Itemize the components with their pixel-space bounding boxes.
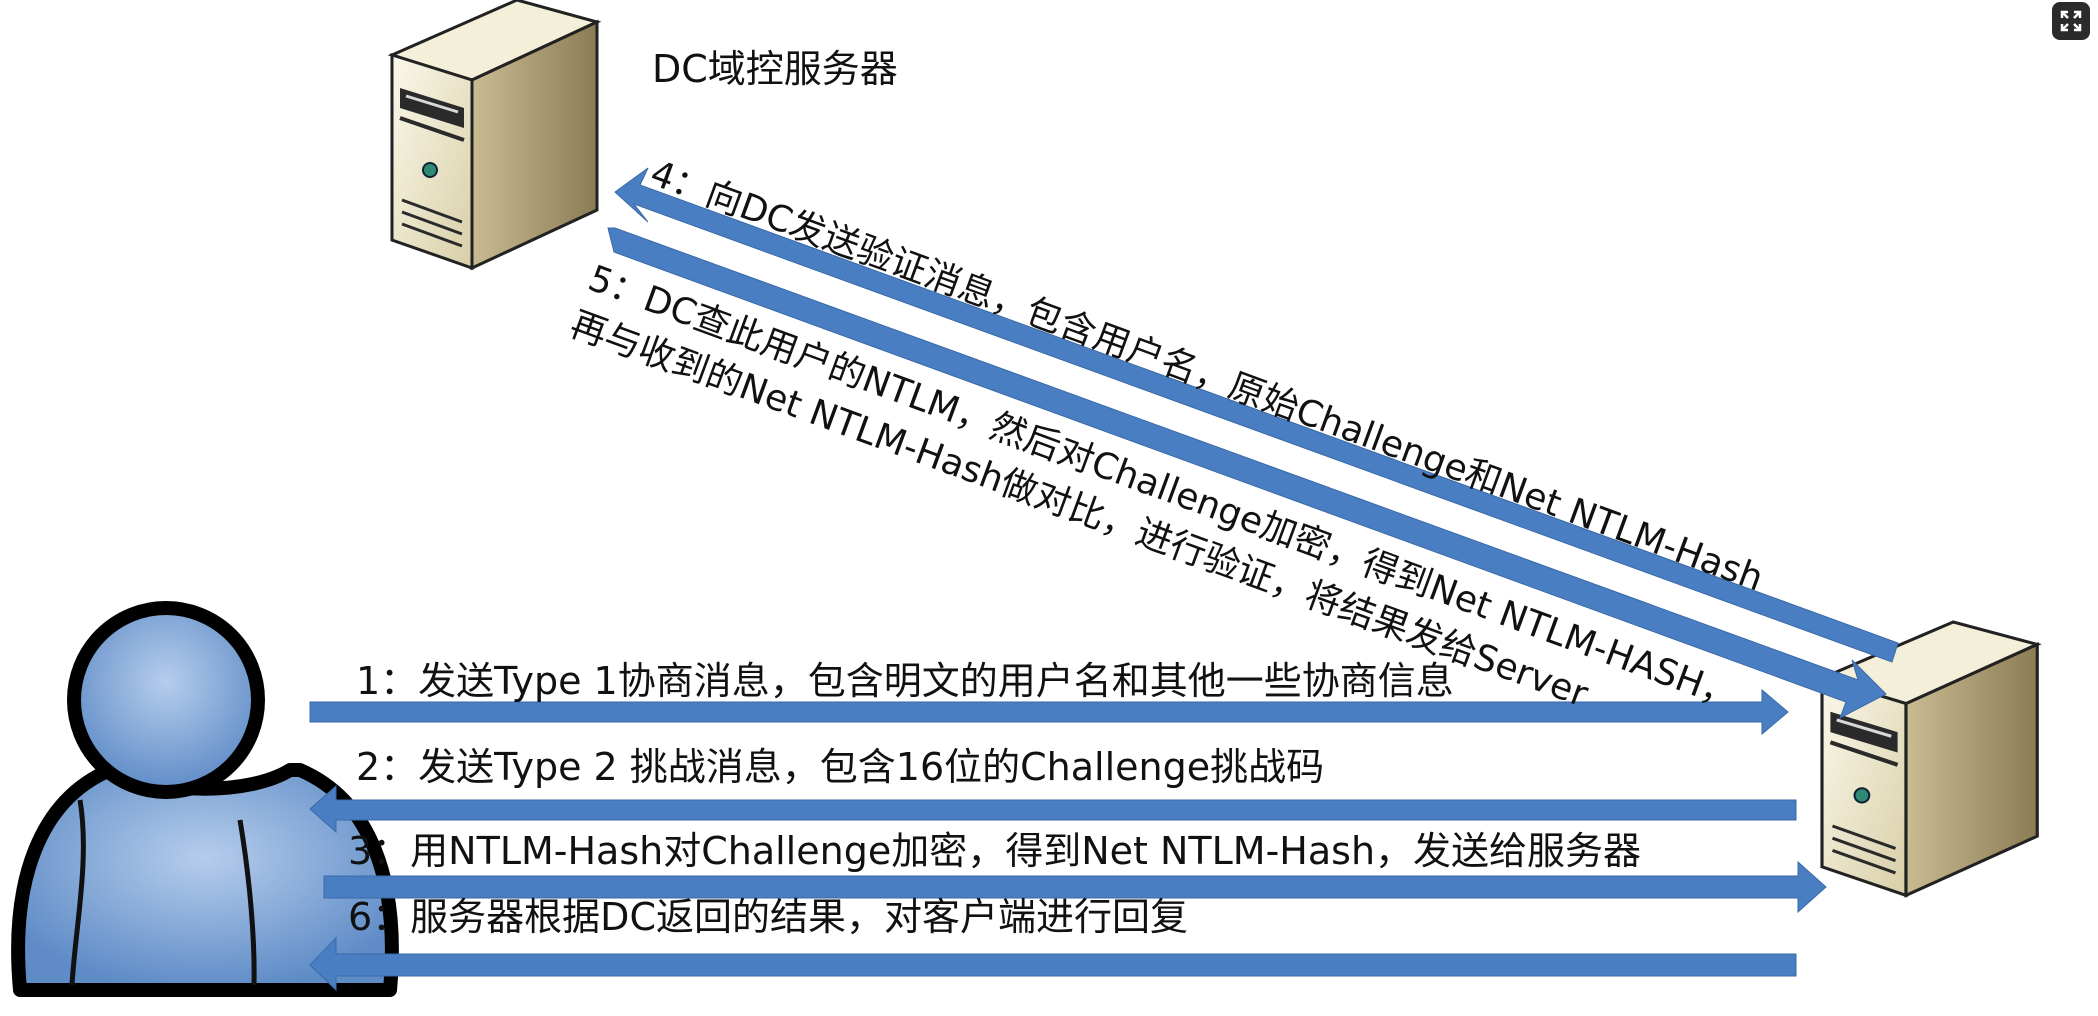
expand-icon	[2060, 10, 2082, 32]
arrow-step-6	[309, 936, 1797, 992]
step-1-label: 1：发送Type 1协商消息，包含明文的用户名和其他一些协商信息	[356, 659, 1454, 703]
arrow-step-5	[607, 227, 1887, 720]
dc-server-label: DC域控服务器	[652, 47, 898, 91]
arrow-step-1	[309, 688, 1789, 736]
dc-server-icon	[390, 0, 599, 270]
arrow-step-2	[309, 784, 1797, 834]
user-icon	[11, 601, 399, 997]
step-2-label: 2：发送Type 2 挑战消息，包含16位的Challenge挑战码	[356, 745, 1324, 789]
expand-button[interactable]	[2052, 2, 2090, 40]
step-3-label: 3：用NTLM-Hash对Challenge加密，得到Net NTLM-Hash…	[348, 829, 1641, 873]
step-6-label: 6：服务器根据DC返回的结果，对客户端进行回复	[348, 895, 1188, 939]
arrow-step-3	[323, 860, 1827, 914]
arrow-step-4	[614, 167, 1899, 663]
